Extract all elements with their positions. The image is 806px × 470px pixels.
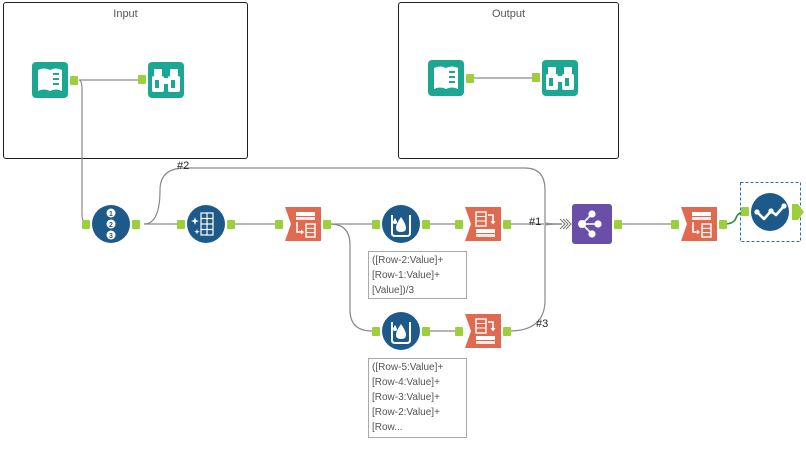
wire-label-middle: #1 — [529, 216, 542, 228]
annotation-line: ([Row-5:Value]+ — [372, 362, 444, 373]
formula-annotation-1: ([Row-2:Value]+ [Row-1:Value]+ [Value])/… — [368, 251, 467, 299]
input-anchor — [138, 75, 146, 84]
output-anchor — [323, 220, 331, 229]
multirow-formula-icon — [391, 215, 411, 237]
formula-annotation-2: ([Row-5:Value]+ [Row-4:Value]+ [Row-3:Va… — [368, 358, 467, 438]
output-anchor — [503, 220, 511, 229]
output-anchor — [719, 220, 727, 229]
crosstab-tool-2[interactable] — [455, 314, 511, 348]
wire-transpose-to-multirow-2 — [329, 223, 375, 332]
wire-label-top: #2 — [177, 160, 190, 172]
input-container-title: Input — [113, 8, 138, 20]
annotation-line: [Value])/3 — [372, 285, 415, 296]
multirow-formula-icon — [391, 322, 411, 344]
record-id-tool[interactable]: 1 2 3 — [82, 205, 140, 243]
annotation-line: [Row... — [372, 422, 403, 433]
input-anchor — [741, 207, 749, 216]
record-id-digit-2: 2 — [109, 222, 113, 229]
input-anchor — [177, 220, 185, 229]
annotation-line: [Row-1:Value]+ — [372, 270, 440, 281]
transpose-tool-1[interactable] — [275, 207, 331, 241]
input-anchor — [455, 220, 463, 229]
input-anchor — [372, 220, 380, 229]
output-anchor — [227, 220, 235, 229]
record-id-digit-1: 1 — [109, 211, 113, 218]
crosstab-tool-1[interactable] — [455, 207, 511, 241]
browse-tool[interactable] — [138, 62, 184, 98]
union-tool[interactable] — [572, 204, 622, 244]
output-browse-tool[interactable] — [532, 60, 578, 96]
checkmark-icon — [754, 203, 787, 221]
output-input-tool[interactable] — [428, 60, 474, 96]
output-anchor — [70, 76, 78, 85]
output-anchor — [466, 74, 474, 83]
annotation-line: ([Row-2:Value]+ — [372, 255, 444, 266]
annotation-line: [Row-2:Value]+ — [372, 407, 440, 418]
transpose-tool-2[interactable] — [671, 207, 727, 241]
input-anchor — [275, 220, 283, 229]
binoculars-browse-icon — [152, 69, 180, 92]
wire-record-id-to-union — [143, 167, 563, 225]
record-id-digit-3: 3 — [109, 233, 113, 240]
wire-crosstab-2-to-union — [508, 223, 563, 332]
input-anchor — [671, 220, 679, 229]
union-icon — [577, 210, 602, 238]
crosstab-icon — [475, 211, 496, 237]
input-anchor — [82, 220, 90, 229]
input-anchor — [532, 73, 540, 82]
binoculars-browse-icon — [546, 67, 574, 90]
record-id-icon: 1 2 3 — [106, 208, 116, 240]
wire-label-bottom: #3 — [536, 318, 549, 330]
transpose-icon — [692, 212, 712, 238]
selection-box — [740, 182, 801, 242]
book-input-icon — [38, 68, 62, 91]
sparkle-grid-tool[interactable] — [177, 205, 235, 243]
annotation-line: [Row-4:Value]+ — [372, 377, 440, 388]
output-container-title: Output — [491, 8, 526, 20]
sparkle-grid-icon — [191, 212, 214, 236]
multirow-formula-tool-1[interactable] — [372, 205, 430, 243]
transpose-icon — [296, 212, 316, 238]
multirow-formula-tool-2[interactable] — [372, 312, 430, 350]
input-anchor — [455, 327, 463, 336]
book-input-icon — [434, 66, 458, 89]
output-anchor — [422, 220, 430, 229]
output-anchor — [614, 220, 622, 229]
output-anchor — [422, 327, 430, 336]
output-anchor — [792, 204, 804, 220]
annotation-line: [Row-3:Value]+ — [372, 392, 440, 403]
input-tool[interactable] — [32, 62, 78, 98]
input-anchor — [372, 327, 380, 336]
check-tool[interactable] — [740, 182, 805, 242]
crosstab-icon — [475, 318, 496, 344]
output-anchor — [132, 220, 140, 229]
output-anchor — [503, 327, 511, 336]
